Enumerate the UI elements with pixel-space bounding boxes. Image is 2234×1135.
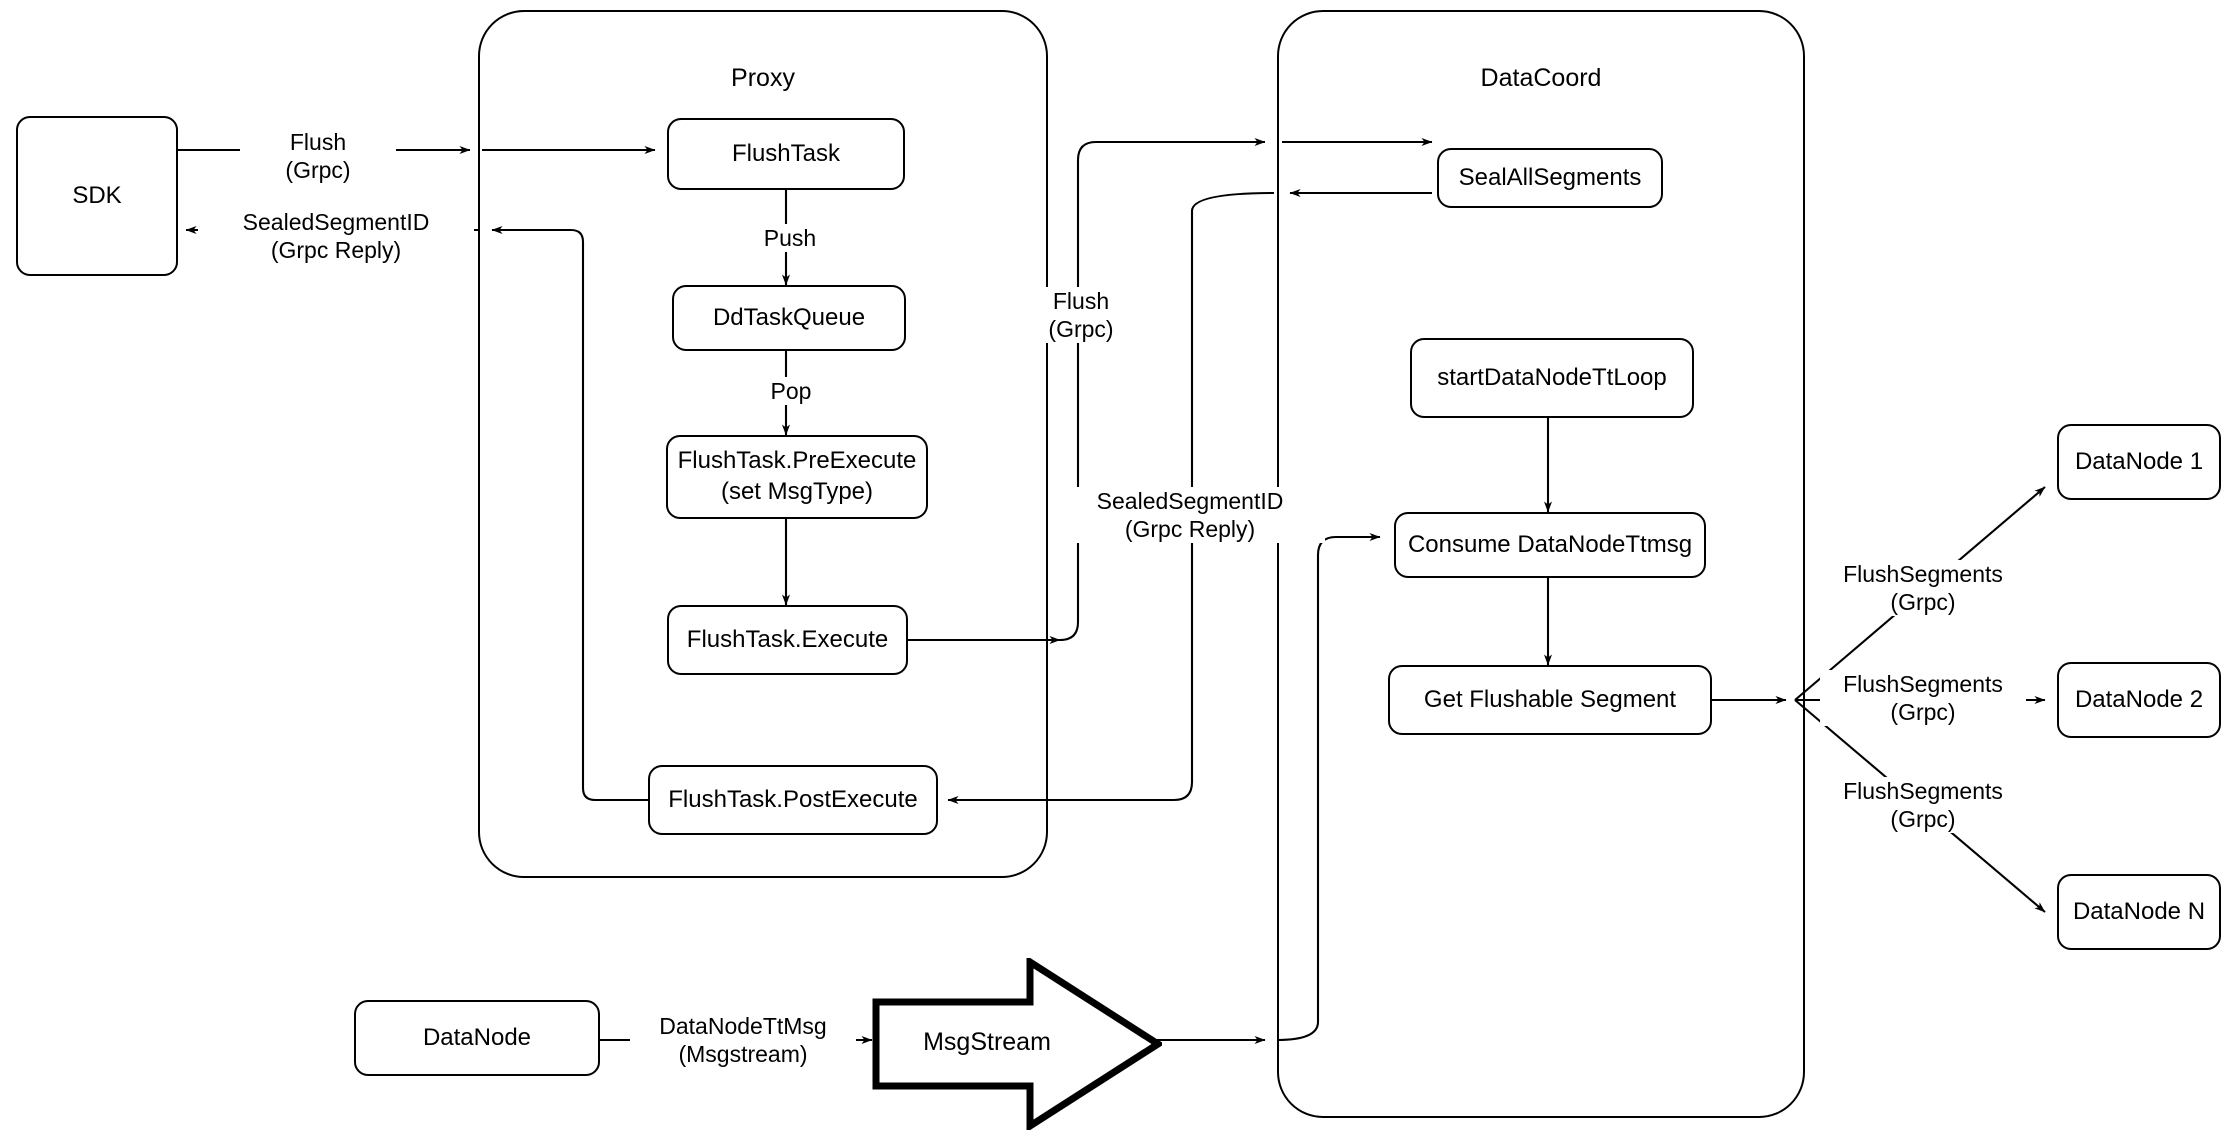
node-get-flushable-segment[interactable]: Get Flushable Segment	[1388, 665, 1712, 735]
node-datanode-2[interactable]: DataNode 2	[2057, 662, 2221, 738]
label-datanode-ttmsg: DataNodeTtMsg (Msgstream)	[630, 1012, 856, 1069]
container-datacoord	[1277, 10, 1805, 1118]
node-flushtask-preexecute[interactable]: FlushTask.PreExecute (set MsgType)	[666, 435, 928, 519]
label-proxy-reply: SealedSegmentID (Grpc Reply)	[1055, 487, 1325, 544]
container-proxy	[478, 10, 1048, 878]
node-consume-datanode-ttmsg[interactable]: Consume DataNodeTtmsg	[1394, 512, 1706, 578]
label-flush-segments-1: FlushSegments (Grpc)	[1820, 560, 2026, 617]
label-proxy-flush: Flush (Grpc)	[1003, 287, 1159, 344]
node-datanode-source[interactable]: DataNode	[354, 1000, 600, 1076]
edge-reply-trunk-to-postexecute	[947, 191, 1275, 804]
label-push: Push	[742, 224, 838, 253]
label-flush-segments-n: FlushSegments (Grpc)	[1820, 777, 2026, 834]
edge-datacoord-to-consume	[1276, 533, 1381, 1042]
node-sdk[interactable]: SDK	[16, 116, 178, 276]
label-pop: Pop	[748, 377, 834, 406]
container-proxy-title: Proxy	[731, 64, 795, 92]
label-sdk-flush: Flush (Grpc)	[240, 128, 396, 185]
edge-postexecute-to-reply	[491, 226, 648, 802]
edge-flush-trunk-to-datacoord	[1059, 138, 1266, 642]
shape-msgstream-arrow[interactable]	[872, 958, 1162, 1130]
node-flush-task[interactable]: FlushTask	[667, 118, 905, 190]
node-seal-all-segments[interactable]: SealAllSegments	[1437, 148, 1663, 208]
label-flush-segments-2: FlushSegments (Grpc)	[1820, 670, 2026, 727]
node-msgstream-label: MsgStream	[923, 1028, 1051, 1056]
node-start-datanode-tt-loop[interactable]: startDataNodeTtLoop	[1410, 338, 1694, 418]
container-datacoord-title: DataCoord	[1480, 64, 1602, 92]
node-dd-task-queue[interactable]: DdTaskQueue	[672, 285, 906, 351]
node-flushtask-postexecute[interactable]: FlushTask.PostExecute	[648, 765, 938, 835]
node-datanode-n[interactable]: DataNode N	[2057, 874, 2221, 950]
label-sdk-reply: SealedSegmentID (Grpc Reply)	[198, 208, 474, 265]
node-datanode-1[interactable]: DataNode 1	[2057, 424, 2221, 500]
node-flushtask-execute[interactable]: FlushTask.Execute	[667, 605, 908, 675]
